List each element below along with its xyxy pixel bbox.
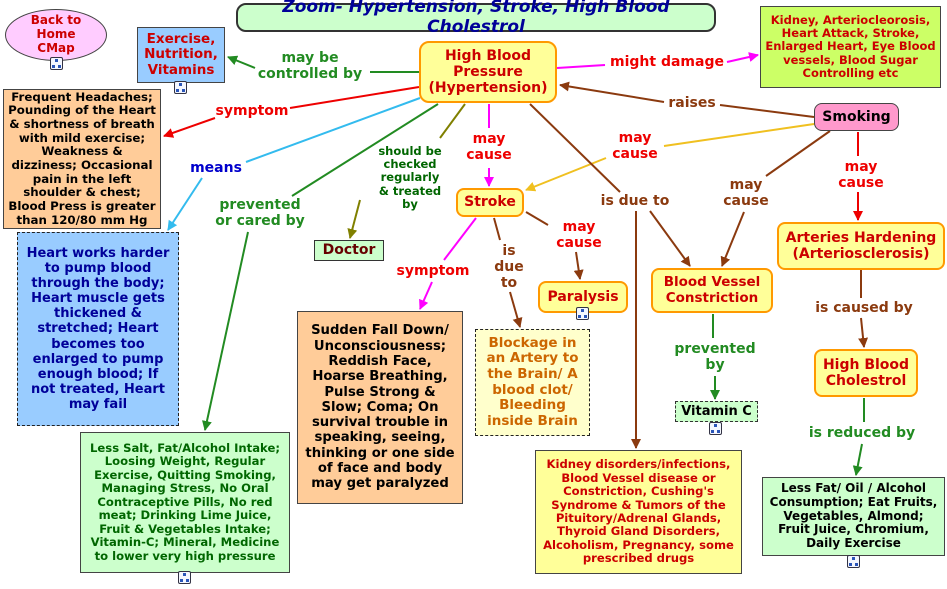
link-may-cause-paralysis: may cause [556, 219, 602, 252]
link-is-due-to: is due to [600, 193, 670, 209]
link-is-reduced-by: is reduced by [808, 425, 916, 441]
edge-hbp-to-label-due [529, 103, 621, 193]
edge-label-reduced-to-lessfat [852, 443, 863, 476]
cmap-link-icon[interactable] [178, 571, 191, 584]
edge-stroke-to-label-maycause-paralysis [525, 211, 549, 226]
concept-high-blood-cholestrol[interactable]: High Blood Cholestrol [814, 349, 918, 397]
edge-hbp-to-label-prevented [291, 103, 439, 197]
link-may-be-controlled-by: may be controlled by [257, 50, 363, 83]
concept-blockage-in-artery[interactable]: Blockage in an Artery to the Brain/ A bl… [475, 329, 590, 436]
cmap-link-icon[interactable] [174, 81, 187, 94]
cmap-link-icon[interactable] [50, 57, 63, 70]
concept-arteries-hardening[interactable]: Arteries Hardening (Arteriosclerosis) [777, 222, 945, 270]
edge-label-maycause-to-stroke-2 [525, 157, 607, 192]
concept-heart-works-harder[interactable]: Heart works harder to pump blood through… [17, 232, 179, 426]
link-may-cause-stroke: may cause [466, 131, 512, 164]
edge-hbp-to-label-checked [439, 103, 466, 139]
concept-smoking[interactable]: Smoking [814, 103, 899, 131]
link-prevented-by: prevented by [674, 341, 756, 374]
edge-label-checked-to-doctor [347, 199, 361, 239]
concept-less-fat-oil[interactable]: Less Fat/ Oil / Alcohol Consumption; Eat… [762, 477, 945, 556]
concept-stroke-symptoms[interactable]: Sudden Fall Down/ Unconsciousness; Reddi… [297, 311, 463, 504]
edge-label-maycause-to-bvc [720, 211, 745, 267]
cmap-link-icon[interactable] [709, 422, 722, 435]
link-may-cause-smoking-bvc: may cause [723, 177, 769, 210]
edge-stroke-to-label-symptom [443, 217, 477, 261]
concept-hbp-causes[interactable]: Kidney disorders/infections, Blood Vesse… [535, 450, 742, 574]
concept-damaged-organs[interactable]: Kidney, Arteriocleorosis, Heart Attack, … [760, 6, 941, 88]
back-to-home-cmap-button[interactable]: Back to Home CMap [5, 9, 107, 61]
edge-hbp-to-label-symptom [289, 86, 420, 109]
edge-smoking-to-label-maycause-stroke [663, 123, 815, 147]
edge-label-symptom-to-symptoms [163, 117, 216, 138]
concept-exercise-nutrition[interactable]: Exercise, Nutrition, Vitamins [137, 27, 225, 83]
edge-label-due-to-blockage [509, 291, 523, 328]
edge-stroke-to-label-due [493, 217, 501, 241]
edge-label-prevented-to-lesssalt [202, 231, 249, 431]
link-is-caused-by: is caused by [815, 300, 913, 316]
edge-hbp-to-label-damage [556, 64, 606, 69]
cmap-link-icon[interactable] [576, 307, 589, 320]
link-raises: raises [668, 95, 716, 111]
concept-less-salt-prevention[interactable]: Less Salt, Fat/Alcohol Intake; Loosing W… [80, 432, 290, 573]
concept-vitamin-c[interactable]: Vitamin C [675, 401, 758, 422]
edge-label-symptom-to-sudden [419, 281, 433, 310]
edge-hbp-to-label-means [245, 97, 421, 163]
edge-label-maycause-to-paralysis [573, 251, 584, 280]
cmap-link-icon[interactable] [847, 555, 860, 568]
edge-label-caused-to-hbc [858, 317, 869, 348]
link-is-due-to-stroke: is due to [494, 243, 524, 292]
concept-high-blood-pressure[interactable]: High Blood Pressure (Hypertension) [419, 41, 557, 103]
link-symptom-stroke: symptom [396, 263, 470, 279]
concept-blood-vessel-constriction[interactable]: Blood Vessel Constriction [651, 268, 773, 313]
edge-label-due-to-bvc [649, 210, 691, 267]
concept-hbp-symptoms[interactable]: Frequent Headaches; Pounding of the Hear… [3, 89, 161, 229]
edge-label-means-to-heart [167, 177, 203, 231]
link-means: means [190, 160, 242, 176]
edge-smoking-to-label-raises [719, 104, 815, 118]
edge-label-controlled-to-exercise [227, 55, 256, 69]
concept-stroke[interactable]: Stroke [456, 188, 524, 217]
concept-doctor[interactable]: Doctor [314, 240, 384, 261]
link-may-cause-smoking-stroke: may cause [612, 130, 658, 163]
map-title: Zoom- Hypertension, Stroke, High Blood C… [236, 0, 716, 36]
edge-smoking-to-label-maycause-bvc [765, 130, 831, 177]
link-symptom: symptom [215, 103, 289, 119]
edge-label-damage-to-kidney [726, 52, 759, 63]
edge-label-raises-to-hbp [559, 81, 665, 103]
link-should-be-checked: should be checked regularly & treated by [378, 144, 442, 211]
link-may-cause-smoking-arteries: may cause [838, 159, 884, 192]
link-prevented-or-cared-by: prevented or cared by [215, 197, 305, 230]
link-might-damage: might damage [610, 54, 724, 70]
